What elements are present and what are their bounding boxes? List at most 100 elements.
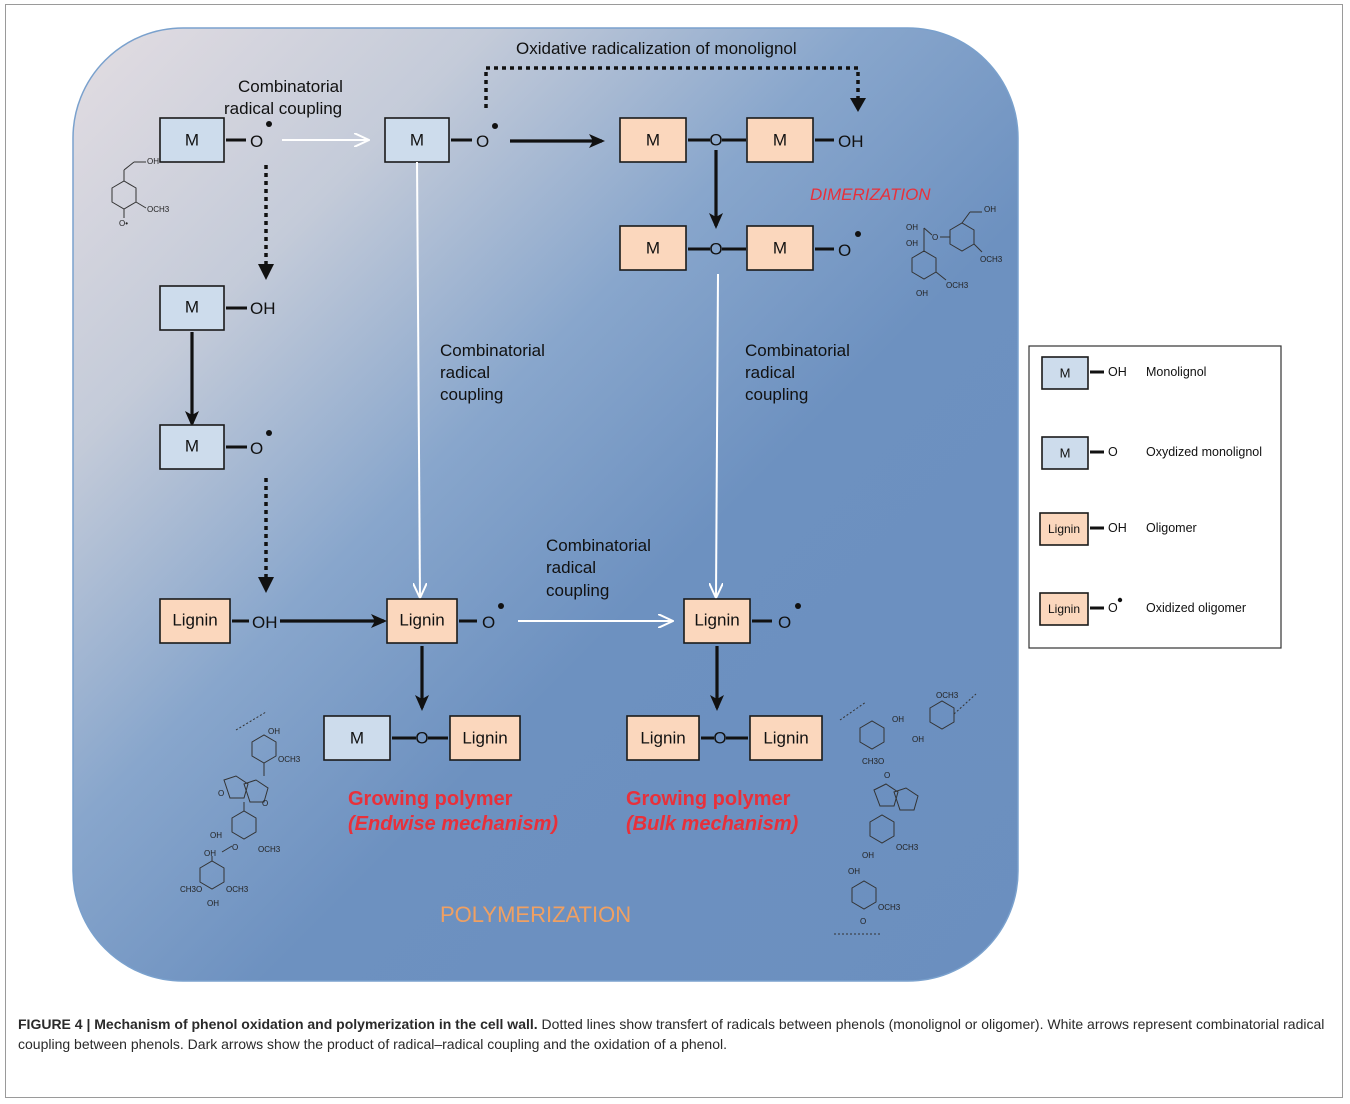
- ether-oxygen: O: [415, 728, 428, 747]
- chem-label: OH: [848, 867, 860, 876]
- chem-label: OH: [204, 849, 216, 858]
- lignin-box: [749, 715, 823, 761]
- coupling-label-line3: coupling: [745, 385, 808, 404]
- coupling-label-line3: coupling: [440, 385, 503, 404]
- dotted-arrowhead: [258, 264, 274, 280]
- coupling-label-line1: Combinatorial: [745, 341, 850, 360]
- legend-monolignol-box: [1041, 356, 1089, 390]
- chem-label: O: [884, 771, 890, 780]
- box-label: Lignin: [640, 728, 685, 747]
- lignin-box: [449, 715, 521, 761]
- monolignol-box: [159, 117, 225, 163]
- box-label: M: [646, 238, 660, 257]
- lignin-box: [683, 598, 751, 644]
- chem-label: O: [262, 799, 268, 808]
- oxygen-label: O: [838, 241, 851, 260]
- oxygen-label: O: [778, 613, 791, 632]
- lignin-box: [626, 715, 700, 761]
- chem-label: OH: [906, 223, 918, 232]
- bulk-polymer-structure: CH3O OH OH O OCH3 OCH3 OH OH OCH3 O: [834, 691, 977, 935]
- lignin-box: [159, 598, 231, 644]
- figure-frame: [5, 4, 1343, 1098]
- hydroxyl-label: OH: [252, 613, 278, 632]
- radical-dot: [266, 121, 272, 127]
- chem-label: OCH3: [946, 281, 969, 290]
- dimer-structure: OH OCH3 O OH OH OCH3 OH: [906, 205, 1003, 298]
- chem-label: O: [860, 917, 866, 926]
- endwise-polymer-structure: OH OCH3 O O OCH3 O OH OH CH3O OCH3 OH: [180, 711, 301, 908]
- ether-oxygen: O: [713, 728, 726, 747]
- dimer-box: [619, 117, 687, 163]
- legend-monolignol-box: [1041, 436, 1089, 470]
- legend-group: OH: [1108, 521, 1127, 535]
- oxygen-label: O: [482, 613, 495, 632]
- legend-radical-dot: [1117, 597, 1123, 603]
- dimerization-label: DIMERIZATION: [810, 185, 931, 204]
- legend-box-label: Lignin: [1048, 602, 1080, 616]
- oxygen-label: O: [476, 132, 489, 151]
- dimer-box: [746, 225, 814, 271]
- monolignol-box: [159, 285, 225, 331]
- caption-title: FIGURE 4 | Mechanism of phenol oxidation…: [18, 1016, 538, 1032]
- dotted-radicalization-path: [484, 66, 860, 108]
- box-label: M: [185, 130, 199, 149]
- box-label: M: [646, 130, 660, 149]
- box-label: Lignin: [763, 728, 808, 747]
- oxygen-label: O: [250, 439, 263, 458]
- legend-box-label: Lignin: [1048, 522, 1080, 536]
- legend-box-label: M: [1060, 365, 1071, 380]
- chem-label: CH3O: [180, 885, 202, 894]
- monolignol-box: [159, 424, 225, 470]
- coniferyl-radical-structure: OH OCH3 O•: [111, 157, 170, 228]
- chem-label: OH: [207, 899, 219, 908]
- chem-label: OCH3: [936, 691, 959, 700]
- chem-label: O•: [119, 219, 128, 228]
- chem-label: OH: [916, 289, 928, 298]
- chem-label: OCH3: [980, 255, 1003, 264]
- growing-polymer-label: Growing polymer: [348, 788, 513, 810]
- chem-label: OCH3: [147, 205, 170, 214]
- chem-label: OCH3: [258, 845, 281, 854]
- hydroxyl-label: OH: [250, 299, 276, 318]
- monolignol-box: [323, 715, 391, 761]
- chem-label: CH3O: [862, 757, 884, 766]
- white-coupling-arrow: [417, 161, 420, 597]
- box-label: M: [773, 130, 787, 149]
- legend-item-text: Monolignol: [1146, 365, 1206, 379]
- legend-group: O: [1108, 445, 1118, 459]
- legend-group: O: [1108, 601, 1118, 615]
- hydroxyl-label: OH: [838, 132, 864, 151]
- chem-label: OCH3: [226, 885, 249, 894]
- coupling-label-line2: radical coupling: [224, 99, 342, 118]
- dimer-box: [619, 225, 687, 271]
- oxidative-radicalization-label: Oxidative radicalization of monolignol: [516, 39, 797, 58]
- box-label: M: [410, 130, 424, 149]
- coupling-label-line3: coupling: [546, 581, 609, 600]
- box-label: M: [773, 238, 787, 257]
- box-label: Lignin: [462, 728, 507, 747]
- legend-item-text: Oxidized oligomer: [1146, 601, 1246, 615]
- ether-oxygen: O: [709, 239, 722, 258]
- lignin-box: [386, 598, 458, 644]
- chem-label: OH: [268, 727, 280, 736]
- chem-label: OH: [147, 157, 159, 166]
- polymerization-label: POLYMERIZATION: [440, 902, 631, 927]
- legend-box-label: M: [1060, 445, 1071, 460]
- figure-caption: FIGURE 4 | Mechanism of phenol oxidation…: [18, 1014, 1328, 1054]
- dotted-arrowhead: [850, 98, 866, 112]
- coupling-label-line2: radical: [546, 558, 596, 577]
- bulk-mechanism-label: (Bulk mechanism): [626, 813, 799, 835]
- box-label: M: [185, 436, 199, 455]
- box-label: Lignin: [399, 610, 444, 629]
- caption-body: Dotted lines show transfert of radicals …: [18, 1016, 1325, 1052]
- chem-label: OH: [862, 851, 874, 860]
- chem-label: O: [232, 843, 238, 852]
- coupling-label-line1: Combinatorial: [546, 536, 651, 555]
- growing-polymer-label: Growing polymer: [626, 788, 791, 810]
- dimer-box: [746, 117, 814, 163]
- box-label: M: [350, 728, 364, 747]
- box-label: M: [185, 297, 199, 316]
- chem-label: OH: [892, 715, 904, 724]
- mechanism-diagram: M O Combinatorial radical coupling M O O…: [72, 27, 1282, 982]
- radical-dot: [795, 603, 801, 609]
